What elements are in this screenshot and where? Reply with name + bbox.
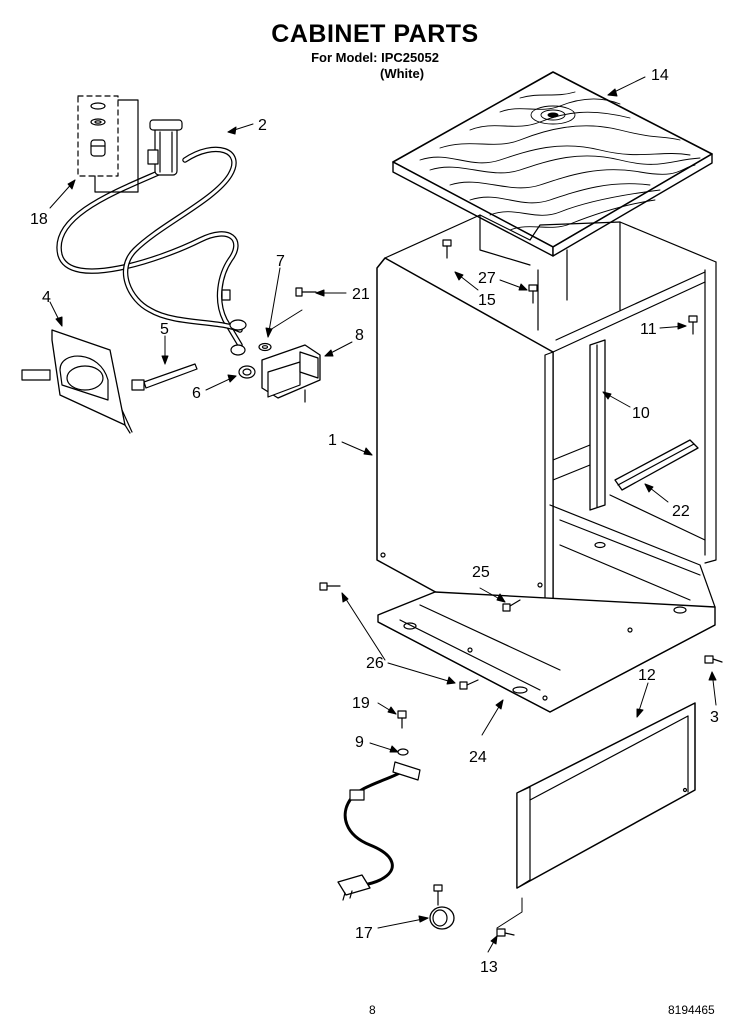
hose-clamp: [238, 365, 256, 379]
screw-27: [528, 284, 538, 304]
front-panel: [516, 702, 696, 889]
page-number: 8: [369, 1003, 376, 1017]
washer: [258, 342, 272, 352]
callout-6: 6: [192, 385, 201, 402]
model-line: For Model: IPC25052: [311, 50, 439, 65]
callout-3: 3: [710, 709, 719, 726]
screw-3: [704, 655, 723, 664]
top-panel: [392, 71, 713, 257]
callout-labels: 1 2 3 4 5 6 7 8 9 10 11 12 13 14 15 17 1…: [30, 67, 719, 976]
callout-12: 12: [638, 667, 656, 684]
callout-17: 17: [355, 925, 373, 942]
screw-11: [688, 315, 698, 335]
callout-19: 19: [352, 695, 370, 712]
callout-24: 24: [469, 749, 487, 766]
callout-4: 4: [42, 289, 51, 306]
screws: [295, 239, 723, 937]
control-box: [261, 344, 321, 403]
callout-21: 21: [352, 286, 370, 303]
horizontal-bracket: [614, 439, 699, 491]
callout-5: 5: [160, 321, 169, 338]
callout-10: 10: [632, 405, 650, 422]
callout-9: 9: [355, 734, 364, 751]
base-frame: [377, 504, 716, 713]
callout-27: 27: [478, 270, 496, 287]
callout-11: 11: [640, 321, 657, 338]
callout-22: 22: [672, 503, 690, 520]
callout-25: 25: [472, 564, 490, 581]
screw-21: [295, 287, 317, 297]
vertical-bracket: [589, 339, 606, 511]
screw-15: [442, 239, 452, 259]
leader-lines: [49, 76, 717, 953]
callout-1: 1: [328, 432, 337, 449]
screw-9: [397, 748, 409, 756]
caster: [429, 884, 455, 930]
screw-25: [502, 599, 521, 612]
callout-18: 18: [30, 211, 48, 228]
callout-14: 14: [651, 67, 669, 84]
callout-8: 8: [355, 327, 364, 344]
fitting-kit-dashed-box: [77, 95, 139, 193]
screw-13: [496, 928, 515, 937]
pump-bracket: [21, 329, 133, 434]
callout-13: 13: [480, 959, 498, 976]
callout-26: 26: [366, 655, 384, 672]
callout-7: 7: [276, 253, 285, 270]
cable-tie: [131, 363, 198, 391]
document-code: 8194465: [668, 1003, 715, 1017]
screw-26a: [319, 582, 341, 591]
page-title: CABINET PARTS: [271, 20, 479, 48]
callout-2: 2: [258, 117, 267, 134]
screw-26b: [459, 679, 479, 690]
power-cord: [337, 761, 421, 901]
side-panel: [376, 257, 554, 653]
cabinet-frame: [384, 214, 717, 564]
hose-assembly: [56, 119, 247, 356]
color-line: (White): [380, 66, 425, 81]
screw-19: [397, 710, 407, 729]
callout-15: 15: [478, 292, 496, 309]
